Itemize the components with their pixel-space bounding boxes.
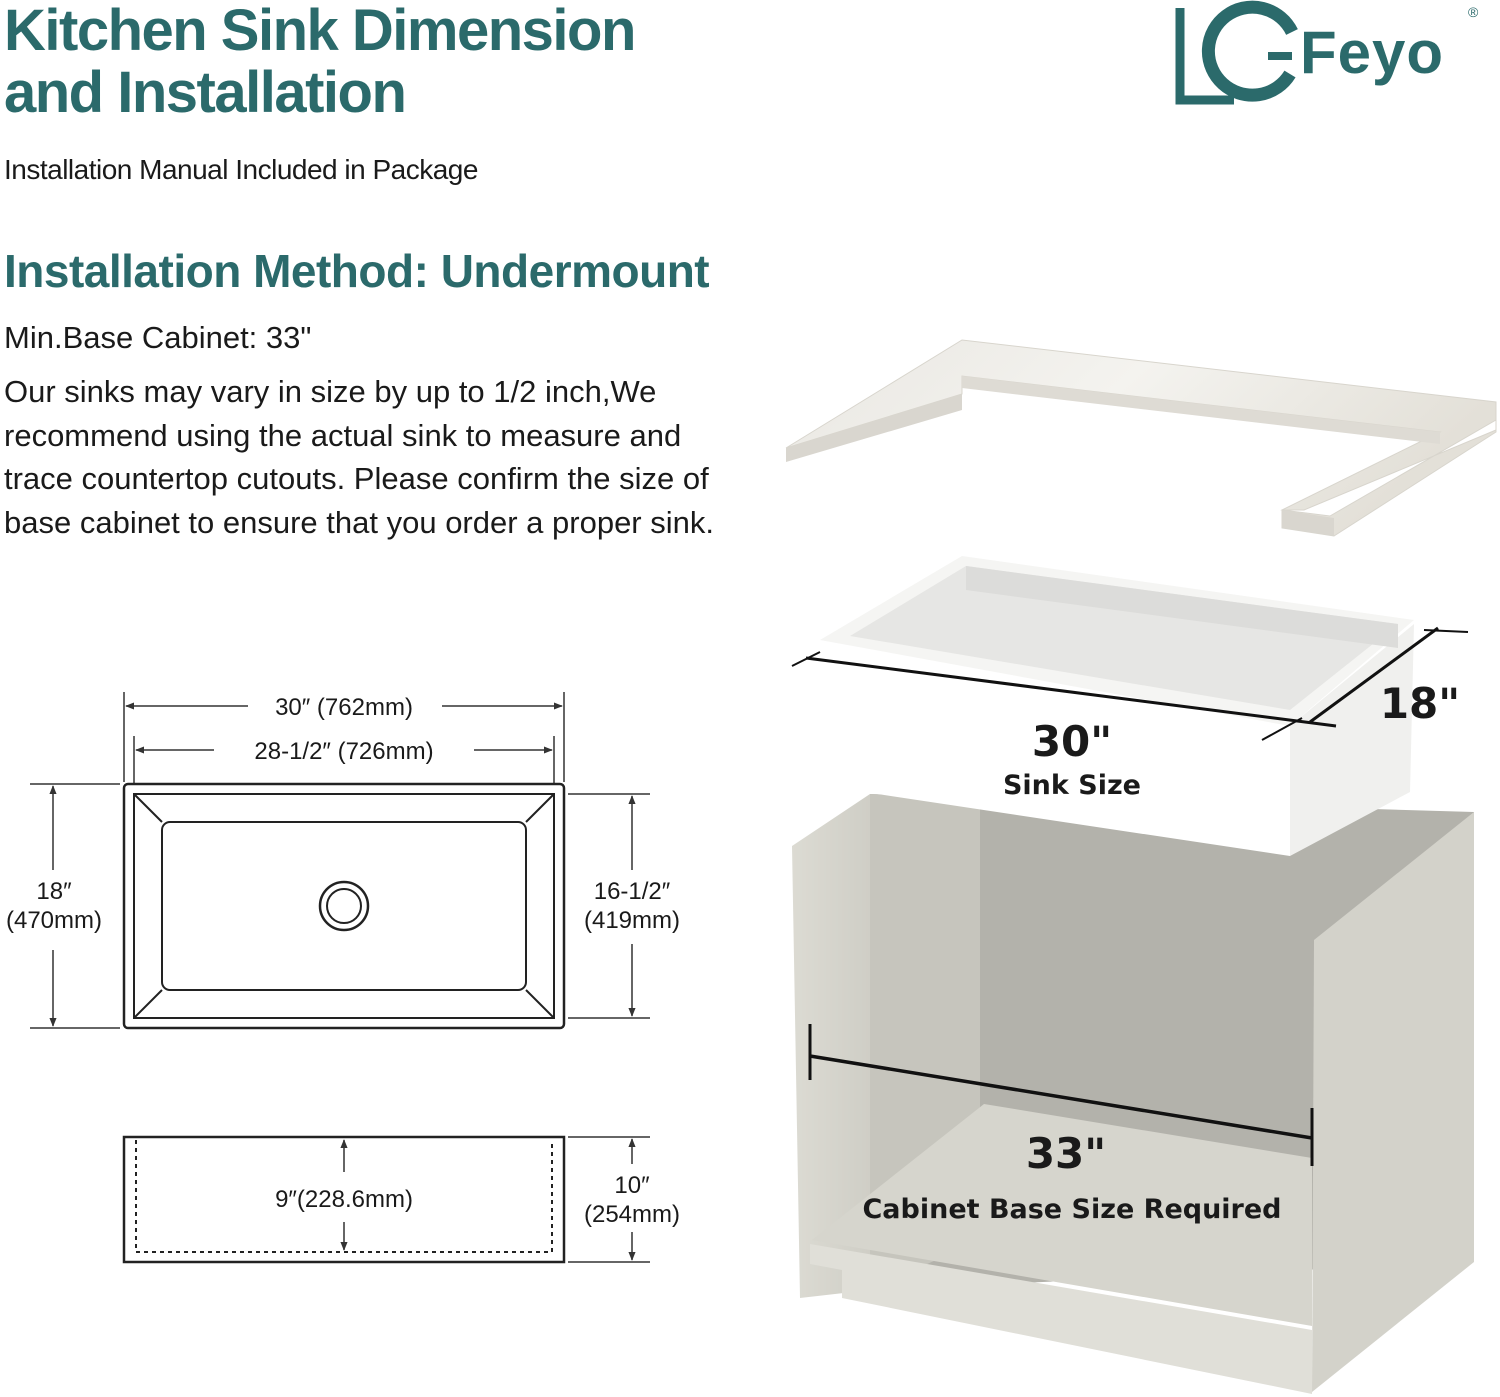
sink-width-label: 30" [1032, 717, 1112, 766]
sink-body-front [820, 640, 1290, 856]
inner-width-label: 28-1/2″ (726mm) [254, 738, 433, 765]
min-base-cabinet: Min.Base Cabinet: 33" [4, 320, 312, 355]
cabinet-floor [812, 1104, 1312, 1326]
drain-icon [318, 880, 370, 932]
title-line-2: and Installation [4, 60, 407, 125]
brand-name: Feyo [1300, 19, 1445, 86]
size-disclaimer: Our sinks may vary in size by up to 1/2 … [4, 374, 714, 540]
outer-depth-label: 18″ [36, 878, 72, 905]
top-view-drawing: 30″ (762mm) 28-1/2″ (726mm) 18″ (470mm) … [6, 692, 680, 1030]
outer-height-label: 10″ [614, 1172, 650, 1199]
page-title: Kitchen Sink Dimension and Installation [4, 0, 636, 125]
cabinet-right-panel [1312, 812, 1474, 1392]
title-line-1: Kitchen Sink Dimension [4, 0, 636, 63]
sink-depth-label: 18" [1380, 679, 1460, 728]
sink-basin-floor [161, 821, 527, 991]
inner-height-label: 9″(228.6mm) [275, 1186, 413, 1213]
brand-logo-icon [1175, 0, 1298, 105]
registered-mark: ® [1468, 4, 1479, 20]
inner-depth-label: 16-1/2″ [594, 878, 671, 905]
sink-body-side [1290, 624, 1414, 856]
installation-illustration: 30" Sink Size 18" 33" Cabinet Base Size … [785, 339, 1497, 1394]
cabinet-front-bottom [810, 1244, 1312, 1394]
cabinet-left-panel [792, 794, 870, 1298]
subtitle: Installation Manual Included in Package [4, 154, 478, 185]
sink-basin [850, 566, 1398, 710]
outer-width-label: 30″ (762mm) [275, 694, 413, 721]
cabinet-size-label: Cabinet Base Size Required [862, 1194, 1281, 1225]
installation-method-heading: Installation Method: Undermount [4, 245, 710, 297]
sink-size-label: Sink Size [1003, 770, 1141, 801]
outer-height-mm-label: (254mm) [584, 1201, 680, 1228]
side-view-drawing: 9″(228.6mm) 10″ (254mm) [122, 1135, 680, 1264]
outer-depth-mm-label: (470mm) [6, 907, 102, 934]
cabinet-width-label: 33" [1026, 1129, 1106, 1178]
inner-depth-mm-label: (419mm) [584, 907, 680, 934]
